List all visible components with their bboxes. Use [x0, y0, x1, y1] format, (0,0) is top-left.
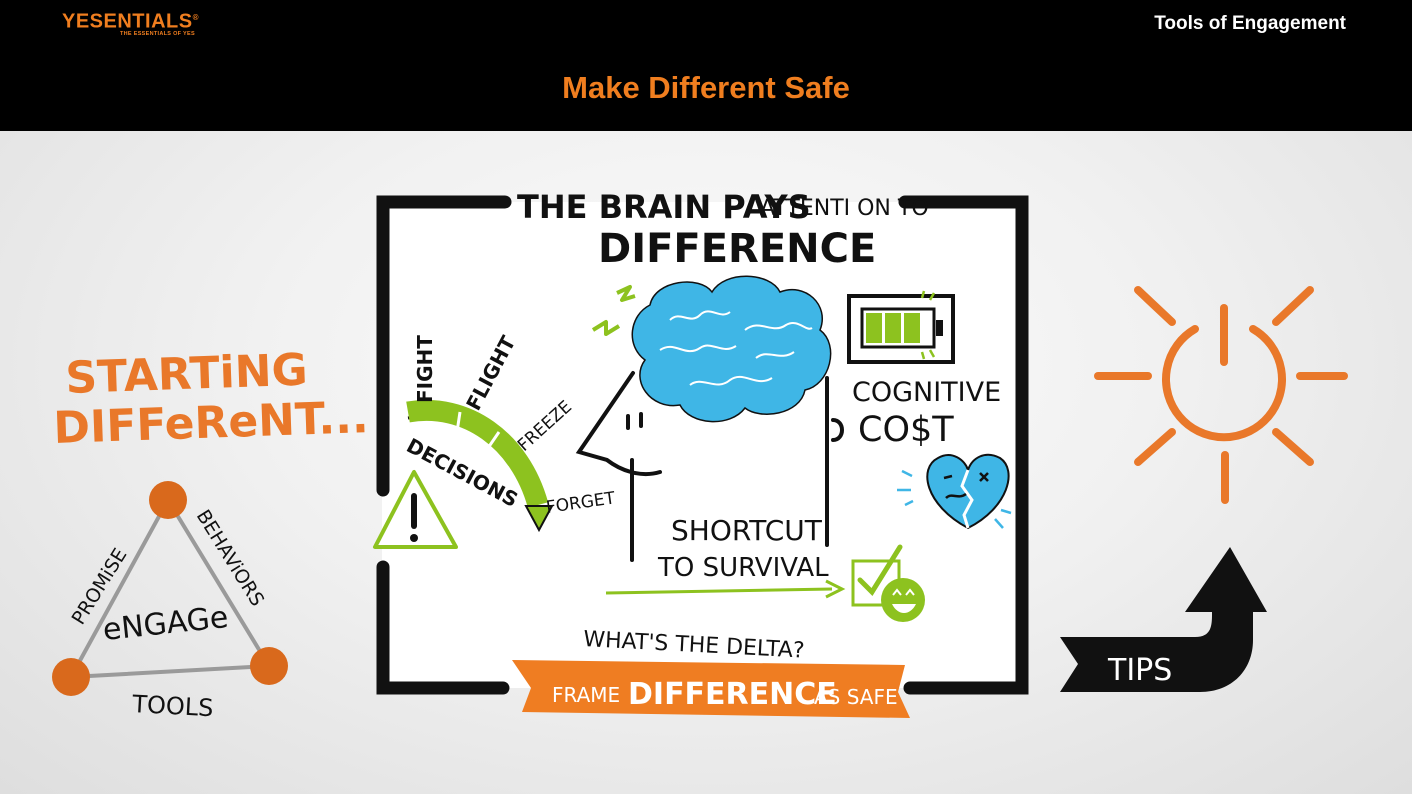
triangle-outline: [69, 498, 271, 679]
decision-meter: [406, 400, 554, 533]
banner-text-as-safe: AS SAFE: [814, 685, 898, 709]
face-profile-icon: [575, 371, 844, 562]
yesentials-logo[interactable]: YESENTIALS® THE ESSENTIALS OF YES: [62, 8, 199, 37]
battery-icon: [847, 290, 955, 364]
meter-arrowhead: [524, 505, 554, 533]
logo-wordmark: YESENTIALS: [62, 10, 193, 33]
tips-label: TIPS: [1107, 653, 1172, 688]
tools-label: TOOLS: [131, 690, 214, 722]
page-title: Make Different Safe: [562, 70, 850, 105]
brain-icon: [631, 275, 832, 423]
checkbox-smiley-icon: [851, 544, 925, 622]
different-heading: DIFFeReNT...: [53, 392, 370, 454]
warning-icon: [373, 470, 458, 549]
cost-label: CO$T: [858, 410, 954, 450]
triangle-node-right: [250, 647, 288, 685]
starting-different-panel: STARTiNG DIFFeReNT... eNGAGe PROMiSE BEH…: [52, 345, 370, 722]
triangle-node-top: [149, 481, 187, 519]
banner-text-frame: FRAME: [552, 683, 620, 707]
broken-heart-icon: [897, 453, 1012, 530]
header-bar: YESENTIALS® THE ESSENTIALS OF YES Tools …: [0, 0, 1412, 131]
shortcut-label: SHORTCUT: [671, 514, 823, 547]
starting-heading: STARTiNG: [65, 345, 309, 404]
power-sun-icon: [1094, 286, 1348, 504]
engage-triangle: eNGAGe PROMiSE BEHAViORS TOOLS: [52, 481, 288, 722]
section-title: Tools of Engagement: [1154, 13, 1346, 34]
frame-difference-banner: FRAME DIFFERENCE AS SAFE: [512, 660, 910, 718]
sketchnote-illustration: STARTiNG DIFFeReNT... eNGAGe PROMiSE BEH…: [52, 188, 1348, 722]
engage-label: eNGAGe: [101, 600, 230, 648]
center-sketch: THE BRAIN PAYS ATTENTI ON TO DIFFERENCE: [373, 188, 1029, 718]
meter-label-fight: FIGHT: [413, 335, 437, 403]
brain-title-small: ATTENTI ON TO: [760, 196, 929, 221]
brain-title-big: THE BRAIN PAYS: [517, 188, 811, 226]
difference-heading: DIFFERENCE: [598, 226, 876, 272]
shortcut-arrow: [605, 579, 846, 599]
frame-border: [376, 195, 1029, 695]
logo-tagline: THE ESSENTIALS OF YES: [120, 30, 195, 37]
registered-mark: ®: [192, 13, 199, 22]
to-survival-label: TO SURVIVAL: [657, 553, 829, 583]
spark-icon: [591, 285, 636, 336]
cognitive-label: COGNITIVE: [852, 377, 1001, 408]
tips-arrow[interactable]: TIPS: [1060, 547, 1267, 692]
triangle-node-left: [52, 658, 90, 696]
banner-text-difference: DIFFERENCE: [628, 677, 837, 712]
illustration-stage: STARTiNG DIFFeReNT... eNGAGe PROMiSE BEH…: [0, 131, 1412, 794]
